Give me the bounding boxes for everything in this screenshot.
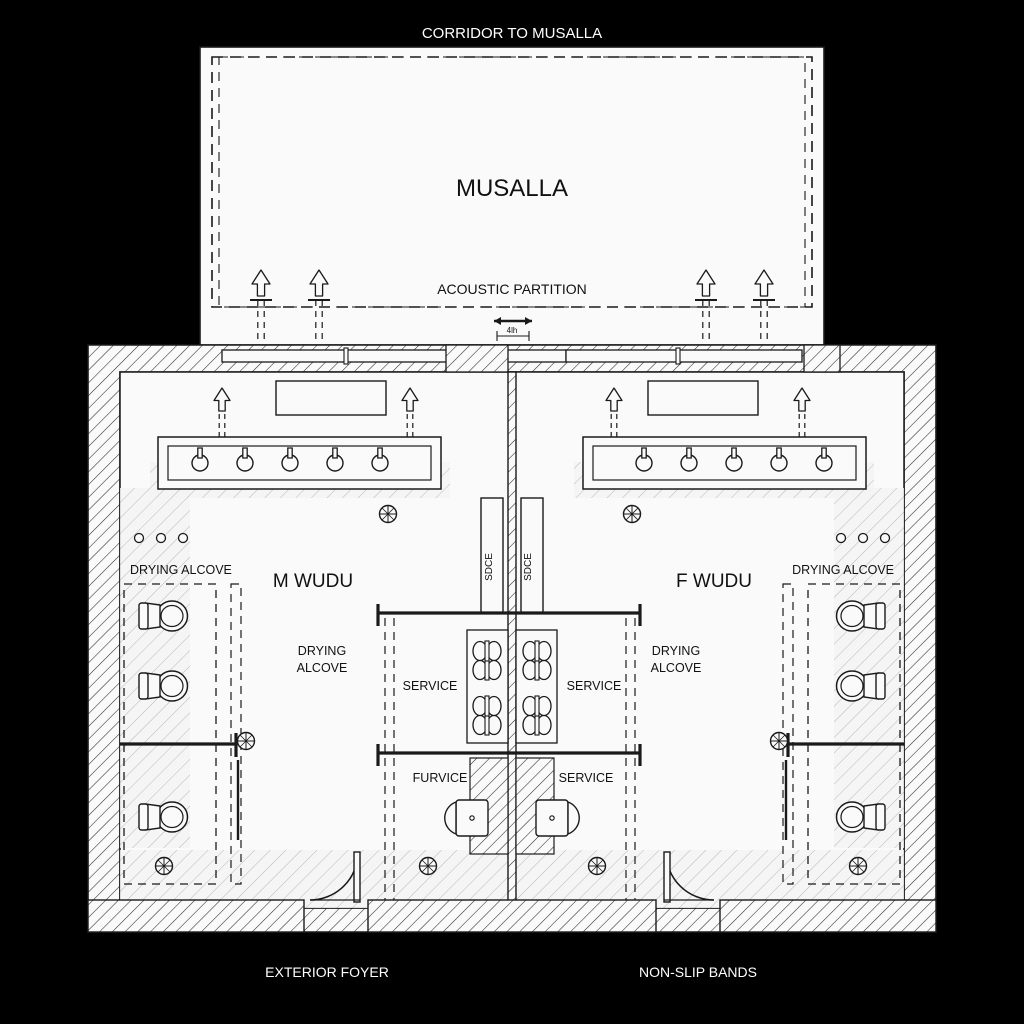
musalla-floor — [199, 46, 825, 346]
door-swing-left[interactable] — [309, 851, 361, 903]
service-label-upper-right: SERVICE — [567, 679, 622, 693]
drying-alcove-label-left-inner-line2: ALCOVE — [297, 661, 348, 675]
floor-drain-icon — [236, 731, 256, 751]
central-dividing-wall — [507, 371, 517, 909]
wudu-basin-trough-female — [582, 436, 867, 490]
drying-alcove-label-right-outer: DRYING ALCOVE — [792, 563, 894, 577]
floor-drain-icon — [154, 856, 174, 876]
coat-hook-icon — [177, 532, 189, 544]
drying-alcove-label-left-inner-line1: DRYING — [298, 644, 346, 658]
service-core-dashed-guides — [384, 618, 636, 905]
wudu-basin-trough-male — [157, 436, 442, 490]
exterior-foyer-label: EXTERIOR FOYER — [265, 964, 389, 980]
door-swing-right[interactable] — [663, 851, 715, 903]
exterior-annotations: CORRIDOR TO MUSALLA EXTERIOR FOYER NON-S… — [265, 25, 757, 980]
acoustic-partition-label: ACOUSTIC PARTITION — [437, 281, 587, 297]
floor-drain-icon — [378, 504, 398, 524]
coat-hook-icon — [133, 532, 145, 544]
floor-drain-icon — [622, 504, 642, 524]
musalla-dashed-boundary — [211, 56, 813, 308]
drying-alcove-label-right-inner-line1: DRYING — [652, 644, 700, 658]
coat-hooks-female-alcove — [835, 532, 891, 544]
male-wudu-label: M WUDU — [273, 571, 353, 592]
male-wudu-zone: M WUDU DRYING ALCOVE DRYING ALCOVE — [120, 387, 442, 885]
wc-partition-wall-male — [120, 733, 240, 840]
wc-fixture-icon[interactable] — [138, 600, 189, 632]
threshold-left — [87, 899, 305, 933]
musalla-title: MUSALLA — [456, 175, 568, 202]
top-sliding-door-bands — [221, 344, 841, 373]
wc-fixture-icon[interactable] — [138, 801, 189, 833]
service-label-lower-right: SERVICE — [559, 771, 614, 785]
building-shell — [87, 344, 937, 933]
duct-shaft-right-label: SDCE — [523, 553, 534, 581]
threshold-right — [719, 899, 937, 933]
dimension-value: 4lh — [507, 326, 518, 335]
drying-alcove-box-female — [807, 583, 901, 885]
bench-counter-right — [647, 380, 759, 416]
threshold-center — [367, 899, 657, 933]
drying-alcove-label-right-inner-line2: ALCOVE — [651, 661, 702, 675]
drying-alcove-box-male — [123, 583, 217, 885]
wc-fixture-icon[interactable] — [835, 801, 886, 833]
partition-width-dimension: 4lh — [494, 317, 532, 341]
corridor-to-musalla-label: CORRIDOR TO MUSALLA — [422, 25, 602, 42]
female-wudu-zone: F WUDU DRYING ALCOVE DRYING ALCOVE — [582, 387, 904, 885]
entrance-doors — [87, 851, 937, 933]
urinal-fixture-icon[interactable] — [444, 799, 489, 837]
floor-drain-icon — [418, 856, 438, 876]
coat-hooks-male-alcove — [133, 532, 189, 544]
urinal-fixture-icon[interactable] — [535, 799, 580, 837]
musalla-dashed-boundary-inner — [218, 56, 806, 308]
wc-fixture-icon[interactable] — [835, 670, 886, 702]
wc-fixture-icon[interactable] — [835, 600, 886, 632]
wc-partition-wall-female — [784, 733, 904, 840]
non-slip-bands-label: NON-SLIP BANDS — [639, 964, 757, 980]
floor-drain-icon — [848, 856, 868, 876]
musalla-room: MUSALLA ACOUSTIC PARTITION 4lh — [199, 46, 825, 346]
coat-hook-icon — [857, 532, 869, 544]
service-label-upper-left: SERVICE — [403, 679, 458, 693]
duct-shaft-left-label: SDCE — [484, 553, 495, 581]
floor-drain-icon — [587, 856, 607, 876]
floor-drain-icon — [769, 731, 789, 751]
coat-hook-icon — [835, 532, 847, 544]
coat-hook-icon — [155, 532, 167, 544]
drying-alcove-label-left-outer: DRYING ALCOVE — [130, 563, 232, 577]
service-core: SERVICE SERVICE FURVICE SERVICE — [376, 604, 642, 905]
service-label-lower-left: FURVICE — [413, 771, 468, 785]
coat-hook-icon — [879, 532, 891, 544]
female-wudu-label: F WUDU — [676, 571, 752, 592]
service-walls-upper — [376, 604, 642, 766]
wc-fixture-icon[interactable] — [138, 670, 189, 702]
bench-counter-left — [275, 380, 387, 416]
